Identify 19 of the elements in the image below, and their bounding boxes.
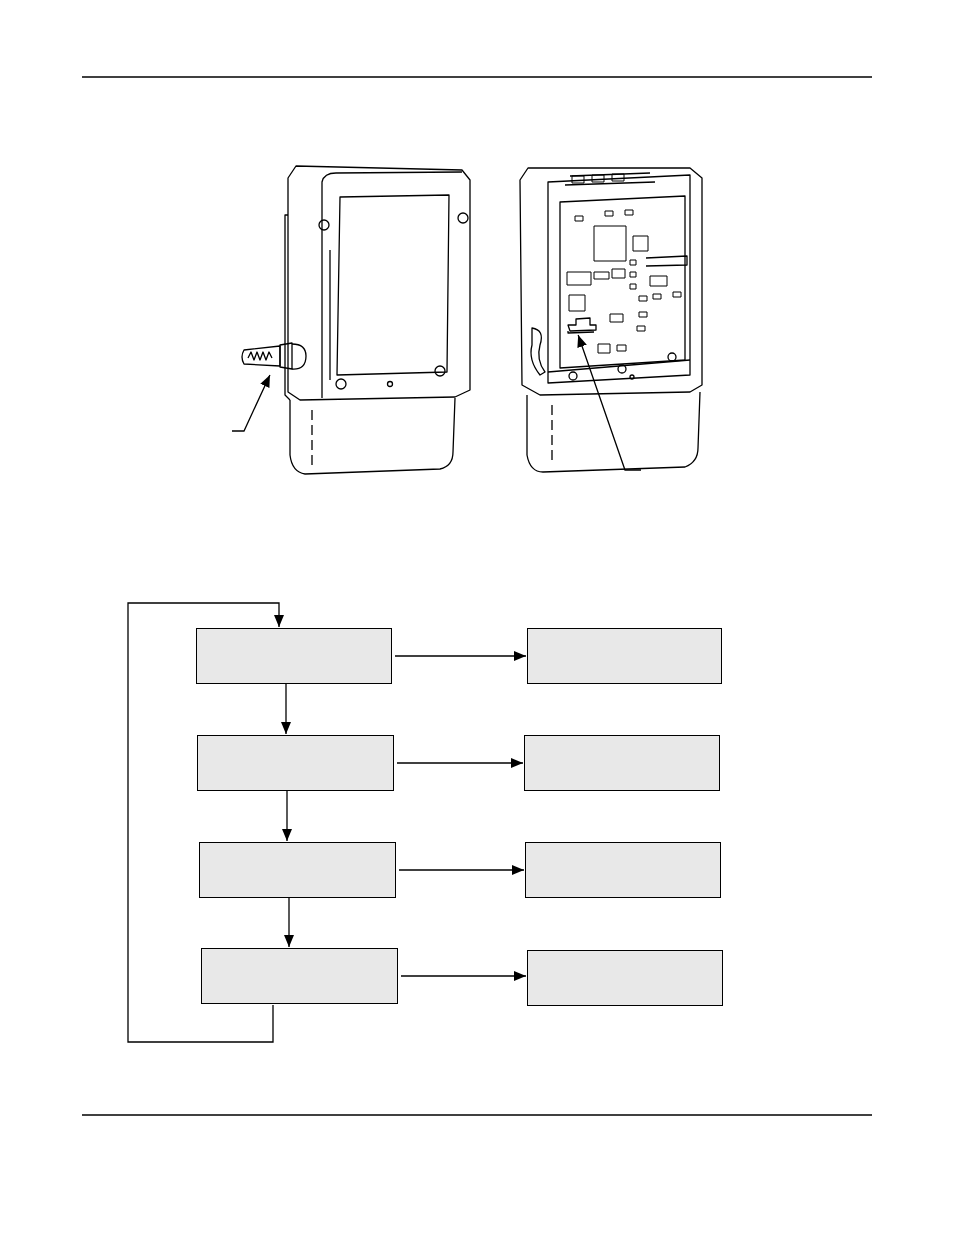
process-box [201,948,398,1004]
process-box [197,735,394,791]
switch [566,316,598,334]
arrow [394,651,527,661]
process-box [196,628,392,684]
leader-line [577,334,642,471]
arrow [282,790,292,842]
process-box [527,950,723,1006]
process-box [527,628,722,684]
arrow [284,897,294,948]
process-box [524,735,720,791]
arrow [396,758,524,768]
process-box [199,842,396,898]
arrow [398,865,525,875]
leader-line [231,374,271,432]
arrow [127,602,284,1043]
arrow [281,683,291,735]
process-box [525,842,721,898]
arrow [400,971,527,981]
